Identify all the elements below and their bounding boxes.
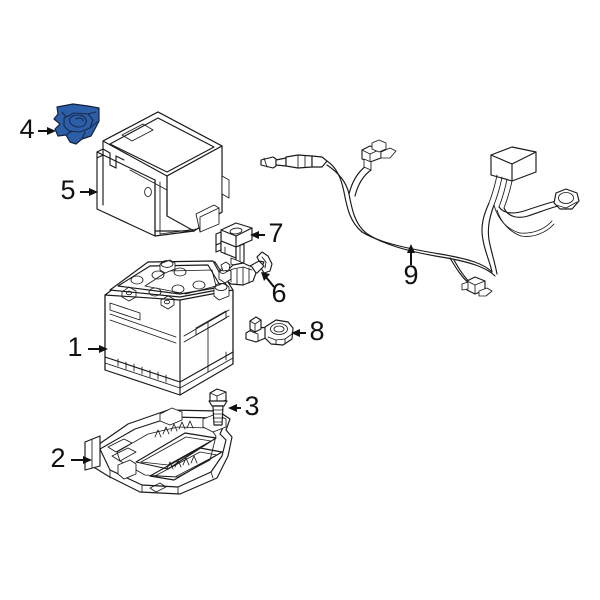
callout-6-leader xyxy=(265,276,275,288)
callout-5-number: 5 xyxy=(60,175,75,205)
callout-7[interactable]: 7 xyxy=(250,218,284,248)
callout-1-arrowhead xyxy=(99,345,108,353)
part-battery-terminal-positive[interactable] xyxy=(245,316,294,346)
callout-5-arrowhead xyxy=(89,188,98,196)
part-battery-tray[interactable] xyxy=(84,407,233,495)
callout-7-arrowhead xyxy=(250,231,259,239)
callout-6[interactable]: 6 xyxy=(261,272,287,308)
part-bolt[interactable] xyxy=(208,388,228,426)
callout-9-number: 9 xyxy=(403,260,418,290)
callout-2-number: 2 xyxy=(50,443,65,473)
callout-8-arrowhead xyxy=(291,329,300,337)
callout-layer: 1 2 3 4 5 xyxy=(19,114,418,473)
callout-1-number: 1 xyxy=(67,332,82,362)
part-battery-terminal-negative[interactable] xyxy=(218,251,273,286)
callout-4-number: 4 xyxy=(19,114,34,144)
callout-3-number: 3 xyxy=(244,391,259,421)
part-battery-cover[interactable] xyxy=(96,111,230,237)
callout-3[interactable]: 3 xyxy=(228,391,260,421)
callout-9[interactable]: 9 xyxy=(403,244,419,290)
callout-8-number: 8 xyxy=(309,316,324,346)
callout-4-arrowhead xyxy=(47,127,56,135)
callout-5[interactable]: 5 xyxy=(60,175,98,205)
callout-8[interactable]: 8 xyxy=(291,316,325,346)
part-battery[interactable] xyxy=(104,259,234,396)
part-battery-hold-down-clamp[interactable] xyxy=(215,222,253,269)
callout-1[interactable]: 1 xyxy=(67,332,108,362)
callout-4[interactable]: 4 xyxy=(19,114,56,144)
callout-9-arrowhead xyxy=(407,244,415,253)
callout-6-arrowhead xyxy=(261,272,270,281)
callout-2-arrowhead xyxy=(83,456,92,464)
callout-2[interactable]: 2 xyxy=(50,443,92,473)
callout-7-number: 7 xyxy=(268,218,283,248)
part-battery-cover-clamp-highlighted[interactable] xyxy=(53,103,100,145)
callout-6-number: 6 xyxy=(271,278,286,308)
callout-3-arrowhead xyxy=(228,404,237,412)
part-battery-cable-wiring-harness[interactable] xyxy=(260,139,580,297)
